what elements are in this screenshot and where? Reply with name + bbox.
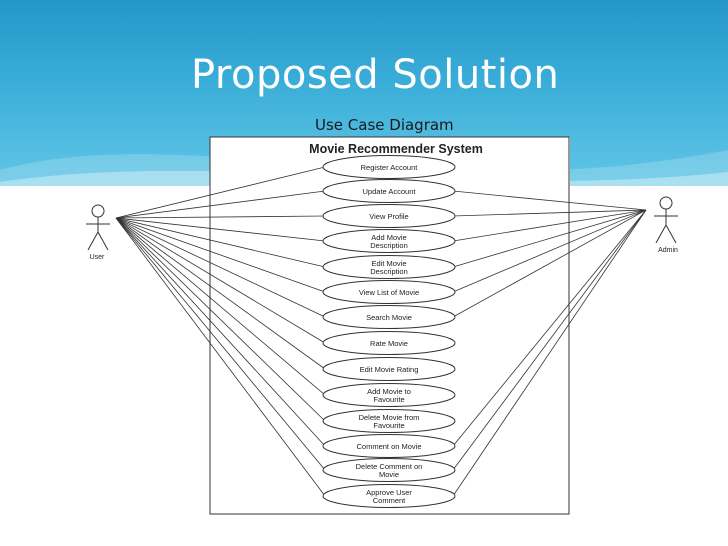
use-case-ellipse <box>322 357 456 381</box>
use-case-label: Edit Movie Rating <box>360 365 419 374</box>
use-case-label: View List of Movie <box>359 288 419 297</box>
use-case-label: Edit Movie <box>371 259 406 268</box>
association-user-add-fav <box>115 217 326 396</box>
use-case-ellipse <box>322 458 456 482</box>
use-case-label: Description <box>370 267 408 276</box>
user-actor-label: User <box>90 254 105 261</box>
use-case-label: View Profile <box>369 212 408 221</box>
association-user-delete-fav <box>115 217 326 422</box>
use-case-ellipse <box>322 179 456 203</box>
use-case-view-profile: View Profile <box>322 204 456 228</box>
association-user-approve <box>115 217 326 497</box>
association-user-comment <box>115 217 326 447</box>
use-case-label: Add Movie <box>371 233 406 242</box>
association-user-search <box>115 217 326 318</box>
association-user-view-profile <box>115 215 326 219</box>
association-admin-view-profile <box>452 209 647 217</box>
association-admin-add-desc <box>452 209 647 242</box>
use-case-ellipse <box>322 383 456 407</box>
use-case-ellipse <box>322 229 456 253</box>
use-case-update: Update Account <box>322 179 456 203</box>
use-case-label: Movie <box>379 470 399 479</box>
use-case-edit-rating: Edit Movie Rating <box>322 357 456 381</box>
use-case-rate: Rate Movie <box>322 331 456 355</box>
association-user-delete-comment <box>115 217 326 471</box>
slide-subtitle: Use Case Diagram <box>315 116 454 134</box>
use-case-label: Favourite <box>373 421 404 430</box>
use-case-ellipse <box>322 409 456 433</box>
admin-actor-label: Admin <box>658 247 678 254</box>
use-case-search: Search Movie <box>322 305 456 329</box>
slide-title: Proposed Solution <box>191 52 560 98</box>
association-user-rate <box>115 217 326 344</box>
use-case-label: Comment <box>373 496 406 505</box>
association-user-edit-rating <box>115 217 326 370</box>
use-case-label: Search Movie <box>366 313 412 322</box>
association-user-register <box>115 166 326 219</box>
use-case-label: Rate Movie <box>370 339 408 348</box>
use-case-label: Favourite <box>373 395 404 404</box>
use-case-label: Comment on Movie <box>356 442 421 451</box>
use-case-label: Delete Movie from <box>359 413 420 422</box>
use-case-ellipse <box>322 155 456 179</box>
system-name: Movie Recommender System <box>309 142 483 156</box>
association-user-view-list <box>115 217 326 293</box>
association-user-add-desc <box>115 217 326 242</box>
use-case-ellipse <box>322 280 456 304</box>
use-case-label: Add Movie to <box>367 387 411 396</box>
use-case-label: Approve User <box>366 488 412 497</box>
use-case-view-list: View List of Movie <box>322 280 456 304</box>
use-case-ellipse <box>322 331 456 355</box>
association-admin-approve <box>452 209 647 497</box>
association-admin-comment <box>452 209 647 447</box>
use-case-ellipse <box>322 484 456 508</box>
association-admin-edit-desc <box>452 209 647 268</box>
use-case-label: Delete Comment on <box>356 462 423 471</box>
association-admin-update <box>452 190 647 211</box>
use-case-ellipse <box>322 305 456 329</box>
association-user-edit-desc <box>115 217 326 268</box>
use-case-register: Register Account <box>322 155 456 179</box>
admin-actor <box>654 196 678 244</box>
use-case-label: Register Account <box>361 163 419 172</box>
association-user-update <box>115 190 326 219</box>
association-admin-search <box>452 209 647 318</box>
use-case-ellipse <box>322 434 456 458</box>
system-boundary <box>209 136 570 515</box>
user-actor <box>86 204 110 251</box>
association-admin-view-list <box>452 209 647 293</box>
use-case-ellipse <box>322 204 456 228</box>
association-admin-delete-comment <box>452 209 647 471</box>
use-case-ellipse <box>322 255 456 279</box>
use-case-comment: Comment on Movie <box>322 434 456 458</box>
use-case-label: Description <box>370 241 408 250</box>
use-case-label: Update Account <box>363 187 417 196</box>
